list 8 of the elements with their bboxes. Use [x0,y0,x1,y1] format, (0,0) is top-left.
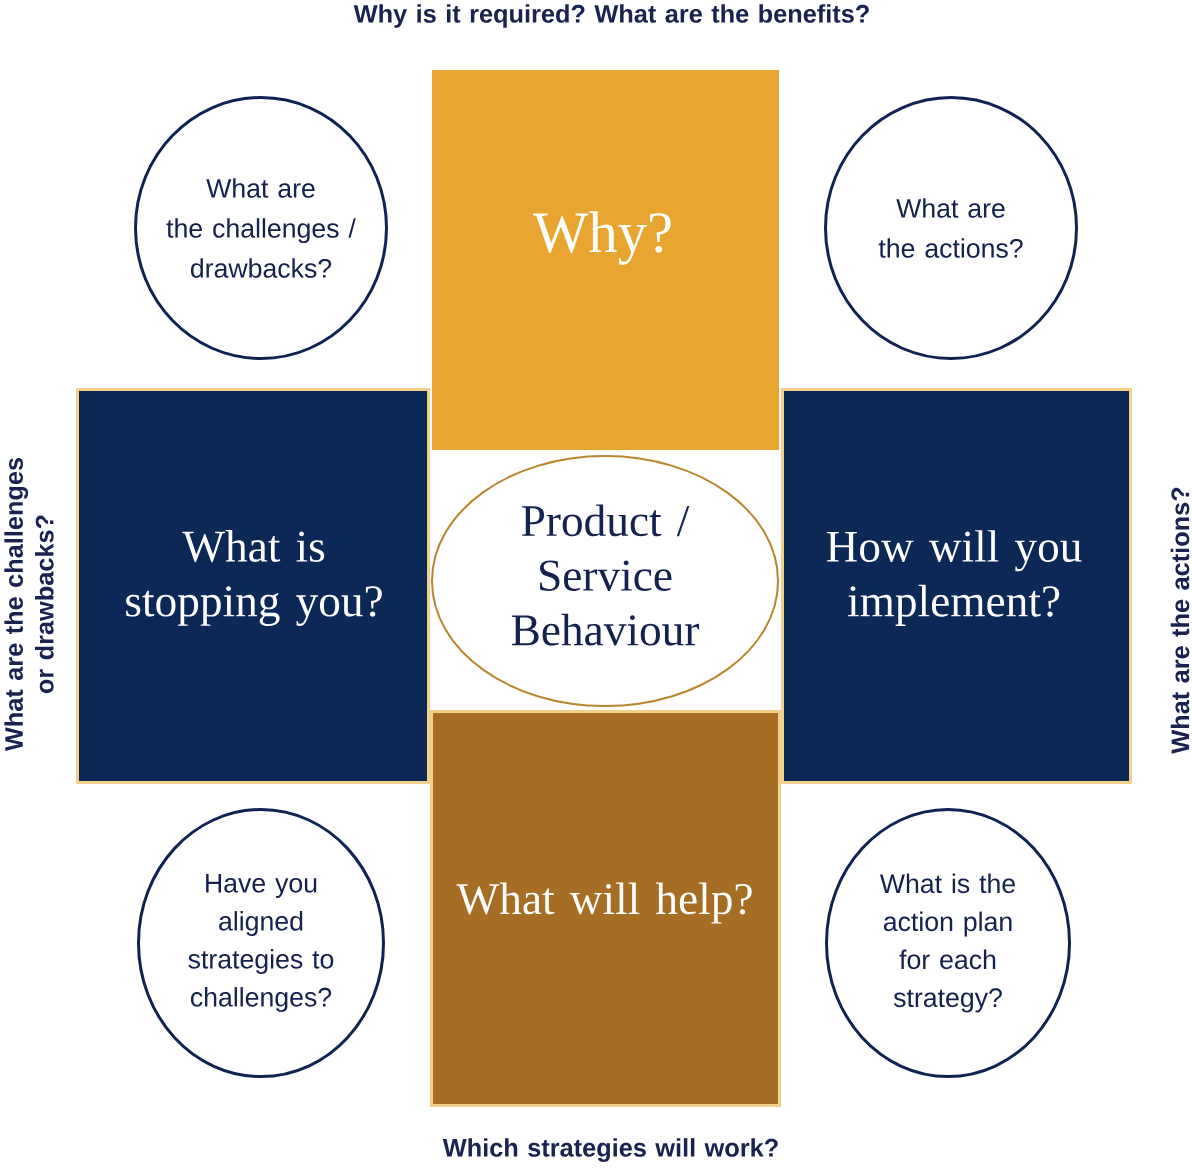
question-caption: Which strategies will work? [442,1138,778,1162]
question-caption: What are the actions? [1170,487,1190,754]
question-caption: Why is it required? What are the benefits? [353,4,869,28]
question-box: Why? [432,70,779,450]
question-box: What will help? [430,710,781,1107]
question-box: How will you implement? [781,388,1132,784]
question-caption: What are the challenges or drawbacks? [4,457,54,752]
question-box: What is stopping you? [76,388,430,784]
